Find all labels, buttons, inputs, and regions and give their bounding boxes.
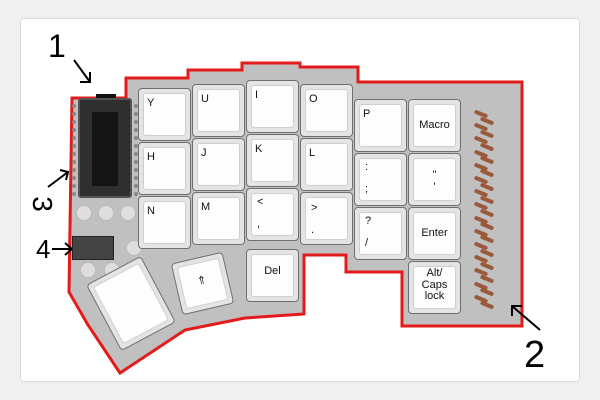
header-pin [72, 192, 76, 196]
header-pin [72, 168, 76, 172]
key-k-label: K [255, 144, 262, 155]
key-del-label: Del [247, 266, 298, 277]
key-j-label: J [201, 148, 207, 159]
annotation-2: 2 [524, 334, 545, 377]
header-pin [72, 120, 76, 124]
header-pin [134, 176, 138, 180]
key-k[interactable]: K [246, 134, 299, 187]
annotation-3: 3 [26, 196, 58, 212]
key-colon[interactable]: :; [354, 153, 407, 206]
key-y[interactable]: Y [138, 88, 191, 141]
key-squote-label: ' [409, 182, 460, 193]
key-alt-caps[interactable]: Alt/ Caps lock [408, 261, 461, 314]
header-pin [134, 168, 138, 172]
key-macro[interactable]: Macro [408, 99, 461, 152]
key-p[interactable]: P [354, 99, 407, 152]
key-p-label: P [363, 109, 370, 120]
header-pin [72, 112, 76, 116]
header-pin [134, 136, 138, 140]
key-del[interactable]: Del [246, 249, 299, 302]
header-pin [72, 144, 76, 148]
key-alt-caps-label: Alt/ Caps lock [409, 268, 460, 303]
solder-pad [98, 205, 114, 221]
header-pin [134, 152, 138, 156]
header-pin [72, 176, 76, 180]
header-pin [134, 144, 138, 148]
solder-pad [80, 262, 96, 278]
key-u-label: U [201, 94, 209, 105]
header-pin [134, 104, 138, 108]
key-j[interactable]: J [192, 138, 245, 191]
key-m-label: M [201, 202, 210, 213]
annotation-4: 4 [36, 234, 50, 265]
key-question-label: ? [365, 216, 371, 227]
key-lt-label: < [257, 197, 263, 208]
microcontroller-board [78, 98, 132, 198]
header-pin [72, 184, 76, 188]
key-o-label: O [309, 94, 318, 105]
key-question[interactable]: ?/ [354, 207, 407, 260]
header-pin [134, 128, 138, 132]
solder-pad [120, 205, 136, 221]
key-n-label: N [147, 206, 155, 217]
key-enter-label: Enter [409, 228, 460, 239]
header-pin [72, 152, 76, 156]
key-semicolon-label: ; [365, 184, 368, 195]
key-i[interactable]: I [246, 80, 299, 133]
key-colon-label: : [365, 162, 368, 173]
key-quote[interactable]: "' [408, 153, 461, 206]
header-pin [134, 160, 138, 164]
key-macro-label: Macro [409, 120, 460, 131]
key-i-label: I [255, 90, 258, 101]
microcontroller-chip [92, 112, 118, 186]
key-h[interactable]: H [138, 142, 191, 195]
key-y-label: Y [147, 98, 154, 109]
header-pin [72, 128, 76, 132]
header-pin [72, 136, 76, 140]
key-slash-label: / [365, 238, 368, 249]
key-period-label: . [311, 225, 314, 236]
key-l[interactable]: L [300, 138, 353, 191]
header-pin [72, 160, 76, 164]
key-h-label: H [147, 152, 155, 163]
header-pin [72, 104, 76, 108]
key-l-label: L [309, 148, 315, 159]
header-pin [134, 112, 138, 116]
trrs-connector [72, 236, 114, 260]
key-comma-label: , [257, 219, 260, 230]
solder-pad [76, 205, 92, 221]
key-n[interactable]: N [138, 196, 191, 249]
key-gt-label: > [311, 203, 317, 214]
key-u[interactable]: U [192, 84, 245, 137]
key-m[interactable]: M [192, 192, 245, 245]
arrow-3 [48, 172, 68, 187]
key-gt[interactable]: >. [300, 192, 353, 245]
key-o[interactable]: O [300, 84, 353, 137]
key-dquote-label: " [409, 170, 460, 181]
arrow-1 [74, 60, 90, 82]
header-pin [134, 192, 138, 196]
annotation-1: 1 [48, 28, 66, 65]
key-lt[interactable]: <, [246, 188, 299, 241]
header-pin [134, 184, 138, 188]
header-pin [134, 120, 138, 124]
key-enter[interactable]: Enter [408, 207, 461, 260]
